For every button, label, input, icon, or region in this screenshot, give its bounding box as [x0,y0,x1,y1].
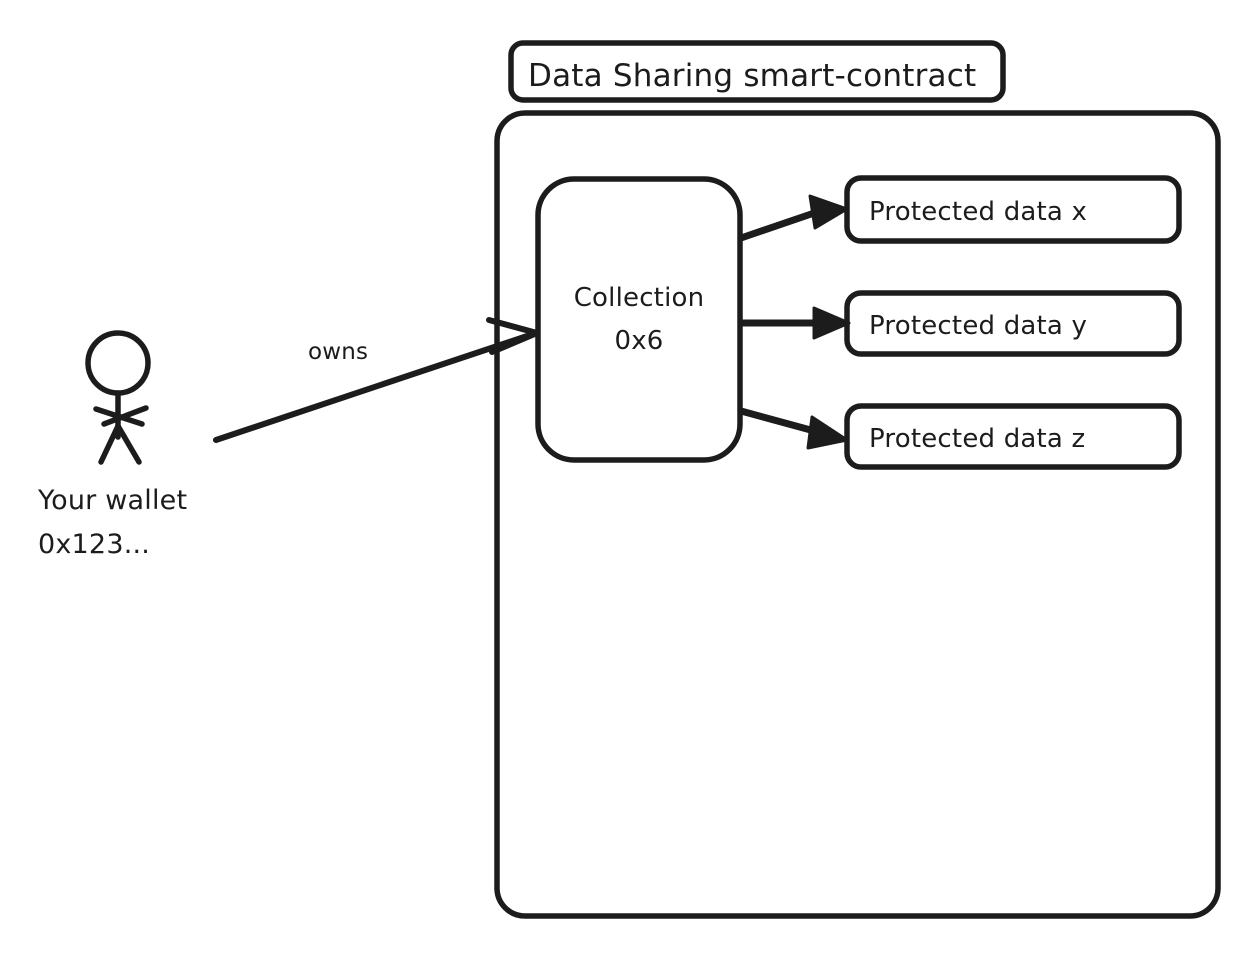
stick-figure-arm-right [101,405,149,427]
owns-arrow-head [486,317,540,355]
collection-to-data-y-head [812,306,851,340]
collection-to-data-x-arrow [737,194,849,242]
collection-to-data-x-head [808,194,849,230]
protected-data-box-z-border [844,403,1182,470]
collection-to-data-y-arrow [737,306,851,340]
stick-figure-icon [85,330,151,465]
owns-arrow [213,317,540,443]
collection-label-line2: 0x6 [614,326,663,356]
owns-arrow-line [213,330,539,443]
collection-to-data-z-head [806,415,849,450]
smart-contract-title-box [508,40,1006,103]
collection-to-data-z-arrow [737,407,849,450]
collection-node [535,176,743,463]
wallet-label-line2: 0x123... [38,529,150,560]
wallet-label-line1: Your wallet [37,485,187,516]
owns-label: owns [308,339,368,365]
stick-figure-head [85,330,151,396]
protected-data-label-z: Protected data z [869,424,1085,454]
protected-data-label-y: Protected data y [869,311,1087,341]
stick-figure-leg-left [98,423,121,465]
protected-data-box-z [844,403,1182,470]
collection-to-data-x-line [737,207,824,242]
collection-label-line1: Collection [574,283,705,313]
smart-contract-title: Data Sharing smart-contract [528,58,976,94]
collection-to-data-z-line [737,407,822,436]
stick-figure-leg-right [115,423,142,465]
collection-node-border [535,176,743,463]
smart-contract-title-border [508,40,1006,103]
protected-data-label-x: Protected data x [869,197,1087,227]
